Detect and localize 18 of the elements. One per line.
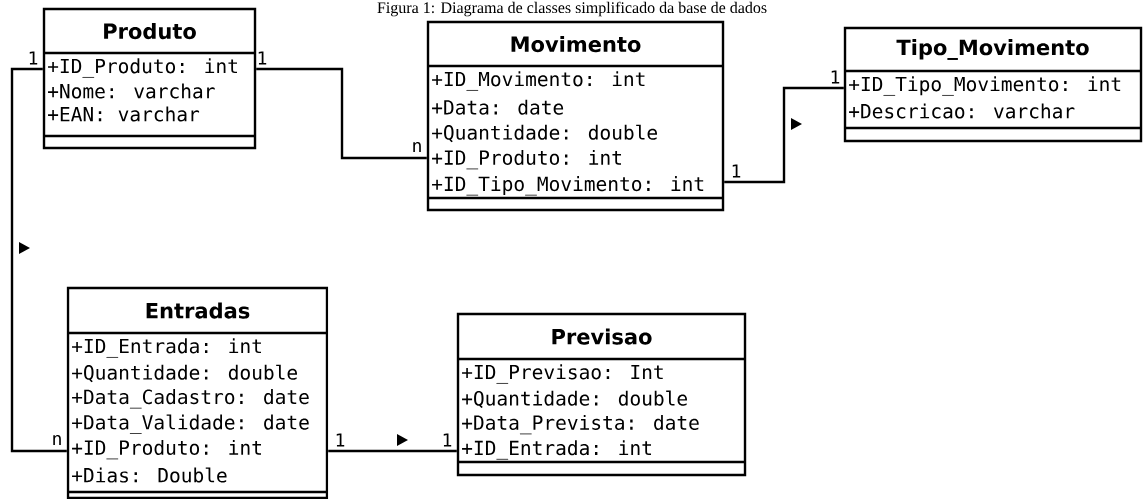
multiplicity-label: 1 — [29, 51, 38, 65]
connector — [724, 86, 844, 184]
connector — [10, 67, 67, 453]
multiplicity-label: n — [53, 434, 61, 446]
class-box: Entradas +ID_Entrada: int +Quantidade: double +Data_Cadastro: date +Data_Validade: date +ID_Produto: int +Dias: Double — [66, 286, 329, 499]
multiplicity-label: 1 — [336, 433, 345, 447]
multiplicity-label: 1 — [258, 51, 267, 65]
class-box: Previsao +ID_Previsao: Int +Quantidade: double +Data_Prevista: date +ID_Entrada: int — [456, 312, 747, 477]
class-box: Produto +ID_Produto: int +Nome: varchar +EAN: varchar — [42, 7, 257, 150]
caption: Figura 1: Diagrama de classes simplificado da base de dados — [377, 1, 767, 17]
multiplicity-label: n — [413, 141, 421, 153]
connector — [256, 67, 427, 160]
class-box: Tipo_Movimento +ID_Tipo_Movimento: int +Descricao: varchar — [843, 26, 1143, 143]
multiplicity-label: 1 — [443, 433, 452, 447]
multiplicity-label: 1 — [831, 70, 840, 84]
multiplicity-label: 1 — [732, 164, 741, 178]
connector — [328, 449, 457, 453]
class-box: Movimento +ID_Movimento: int +Data: date +Quantidade: double +ID_Produto: int +ID_Tipo_Movimento: int — [426, 20, 725, 212]
